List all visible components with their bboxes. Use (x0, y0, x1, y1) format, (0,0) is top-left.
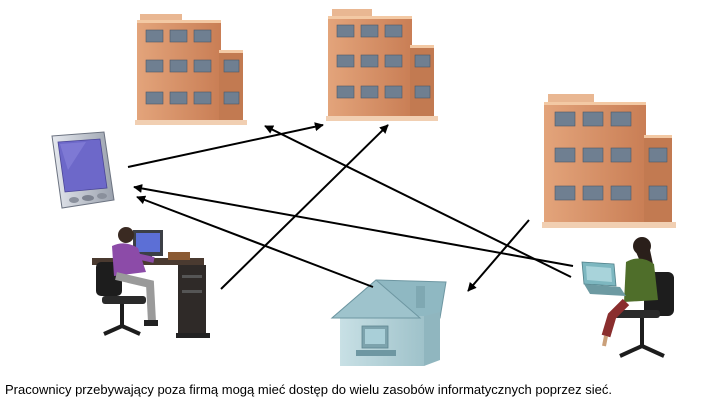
pda-icon (51, 131, 115, 209)
office-building-icon (542, 94, 676, 228)
arrow-desktop-to-center-building (220, 124, 389, 290)
connection-arrows (127, 122, 574, 292)
remote-access-diagram (51, 9, 676, 366)
arrow-right-building-to-home (467, 219, 530, 292)
worker-at-desktop-icon (92, 227, 210, 338)
arrow-pda-to-center-building (127, 122, 324, 168)
office-building-icon (326, 9, 438, 121)
office-building-icon (135, 14, 247, 125)
diagram-caption: Pracownicy przebywający poza firmą mogą … (5, 382, 612, 397)
home-office-icon (330, 279, 447, 366)
arrow-laptop-to-left-building (264, 125, 572, 278)
arrow-home-to-pda (136, 195, 374, 288)
arrow-laptop-to-pda (133, 184, 574, 267)
worker-with-laptop-icon (581, 237, 674, 358)
